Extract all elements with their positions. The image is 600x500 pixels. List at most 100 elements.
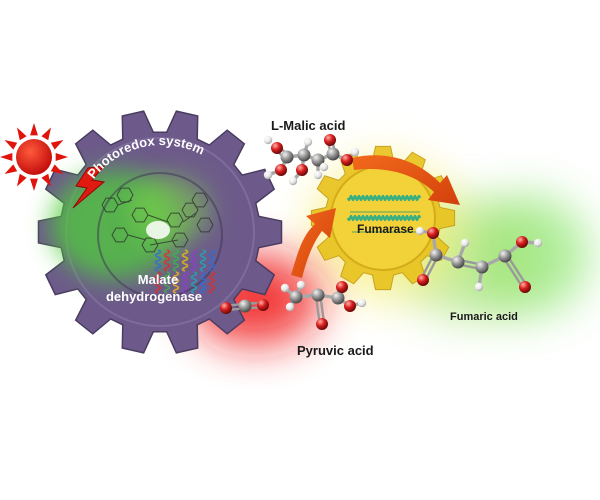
fumarase-protein-icon [346, 194, 422, 233]
protein-helix [190, 249, 198, 272]
hydrogen-atom [285, 302, 295, 312]
protein-helix [154, 249, 162, 272]
hydrogen-atom [319, 162, 329, 172]
carbon-atom [280, 150, 294, 164]
fumaric-acid-molecule-icon [415, 226, 543, 293]
fumarase-helix [382, 214, 398, 222]
l-malic-acid-molecule-icon [263, 134, 360, 186]
oxygen-atom [519, 281, 531, 293]
hydrogen-atom [533, 238, 543, 248]
aromatic-ring [111, 227, 129, 243]
protein-helix [172, 271, 180, 294]
oxygen-atom [336, 281, 348, 293]
fumarase-helix [406, 214, 422, 222]
fumarase-helix [370, 194, 386, 202]
aromatic-ring [191, 192, 209, 208]
hydrogen-atom [263, 170, 273, 180]
sun-ray [30, 123, 38, 136]
fumarase-helix [394, 214, 410, 222]
protein-helix [208, 249, 216, 272]
carbon-atom [451, 255, 465, 269]
oxygen-atom [417, 274, 429, 286]
carbon-atom [498, 249, 512, 263]
aromatic-ring [171, 232, 189, 248]
catalyst-bonds [117, 199, 197, 246]
hydrogen-atom [415, 226, 425, 236]
sun-ray [50, 140, 64, 150]
curved-arrow-up-icon [291, 208, 336, 278]
l-malic-acid-label: L-Malic acid [271, 118, 346, 133]
fumaric-acid-label: Fumaric acid [450, 311, 518, 323]
pyruvic-acid-molecule-icon [280, 280, 367, 330]
carbon-atom [289, 290, 303, 304]
sun-icon [0, 123, 68, 191]
aromatic-ring [131, 207, 149, 223]
hydrogen-atom [263, 135, 273, 145]
aromatic-ring [196, 217, 214, 233]
hydrogen-atom [357, 298, 367, 308]
carbon-atom [311, 288, 325, 302]
protein-helix [181, 271, 189, 294]
oxygen-atom [220, 302, 232, 314]
sun-disc [16, 139, 52, 175]
co2-molecule-icon [220, 299, 269, 314]
carbon-atom [475, 260, 489, 274]
gear-inner-ring [97, 172, 223, 298]
oxygen-atom [324, 134, 336, 146]
oxygen-atom [275, 164, 287, 176]
aromatic-ring [166, 212, 184, 228]
protein-helix [172, 249, 180, 272]
oxygen-atom [427, 227, 439, 239]
hydrogen-atom [474, 282, 484, 292]
sun-ray [17, 127, 27, 141]
fumarase-helix [346, 194, 362, 202]
protein-helix [199, 249, 207, 272]
metal-center-highlight [146, 221, 170, 239]
hydrogen-atom [460, 238, 470, 248]
hydrogen-atom [288, 176, 298, 186]
malate-dh-line1: Malate [137, 272, 179, 287]
oxygen-atom [341, 154, 353, 166]
oxygen-atom [271, 142, 283, 154]
sun-ray [4, 164, 18, 174]
fumarase-helix [406, 194, 422, 202]
carbon-atom [297, 148, 311, 162]
bond [502, 256, 525, 289]
oxygen-atom [296, 164, 308, 176]
sun-ray [41, 127, 51, 141]
protein-helix [208, 271, 216, 294]
curved-arrow-right-icon [352, 155, 460, 205]
hydrogen-atom [313, 170, 323, 180]
protein-helix [163, 271, 171, 294]
fumarase-strand [350, 211, 420, 233]
pyruvic-acid-label: Pyruvic acid [297, 343, 374, 358]
fumarase-helix [346, 214, 362, 222]
protein-helix [163, 249, 171, 272]
protein-helix [190, 271, 198, 294]
sun-ray [4, 140, 18, 150]
hydrogen-atom [350, 147, 360, 157]
fumarase-helix [358, 214, 374, 222]
sun-ray [17, 173, 27, 187]
oxygen-atom [316, 318, 328, 330]
oxygen-atom [257, 299, 269, 311]
bond [505, 254, 528, 287]
carbon-atom [311, 153, 325, 167]
carbon-atom [238, 299, 252, 313]
sun-ray [55, 153, 68, 161]
fumarase-helix [370, 214, 386, 222]
fumarase-helix [358, 194, 374, 202]
sun-ray [50, 164, 64, 174]
oxygen-atom [344, 300, 356, 312]
carbon-atom [326, 147, 340, 161]
lightning-bolt-icon [72, 165, 106, 209]
carbon-atom [331, 291, 345, 305]
protein-helix [199, 271, 207, 294]
aromatic-ring [101, 197, 119, 213]
fumarase-label: Fumarase [357, 222, 414, 236]
hydrogen-atom [280, 283, 290, 293]
sun-ray [30, 178, 38, 191]
sun-ray [0, 153, 13, 161]
malate-dh-line2: dehydrogenase [105, 289, 203, 304]
